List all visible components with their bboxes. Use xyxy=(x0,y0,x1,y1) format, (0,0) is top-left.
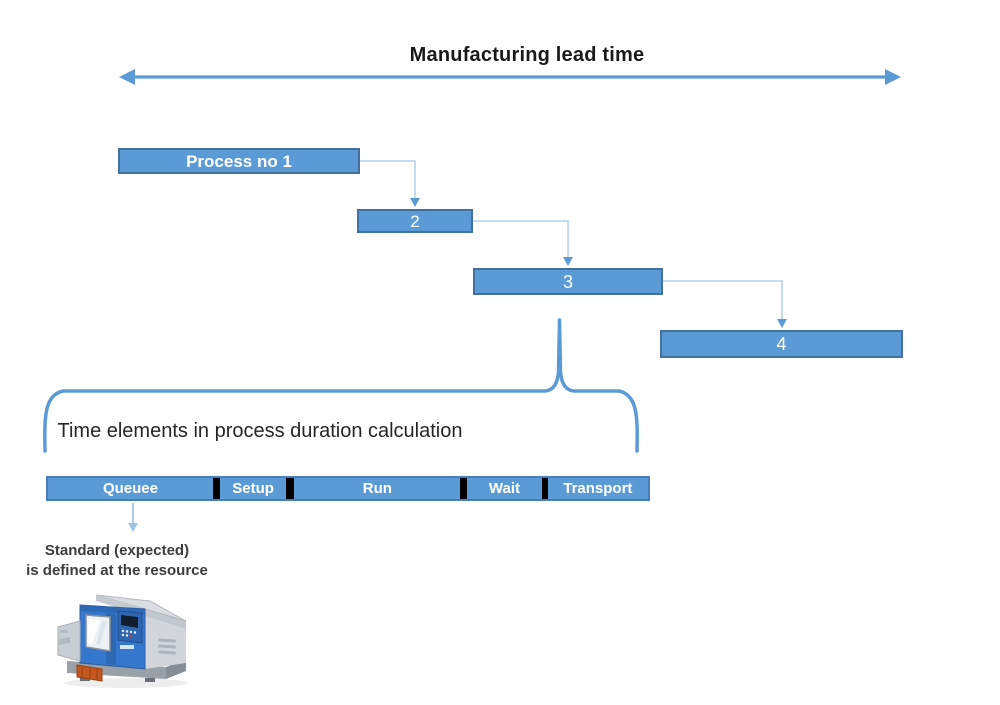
time-elements-title: Time elements in process duration calcul… xyxy=(57,420,463,442)
queue-annotation-arrow xyxy=(128,503,138,532)
machine-window xyxy=(85,614,111,652)
connector-arrow-1-2 xyxy=(360,160,420,207)
segment-run: Run xyxy=(294,478,461,499)
cnc-machine-image xyxy=(57,594,188,688)
machine-shadow xyxy=(64,678,188,688)
segment-queue: Queuee xyxy=(48,478,213,499)
segment-setup-label: Setup xyxy=(232,480,274,497)
queue-annotation: Standard (expected) is defined at the re… xyxy=(7,541,227,582)
segment-divider xyxy=(460,478,468,499)
process-bar-3: 3 xyxy=(473,268,663,295)
process-bar-1: Process no 1 xyxy=(118,148,360,174)
machine-control-panel xyxy=(117,610,143,649)
segment-transport: Transport xyxy=(547,478,648,499)
process-bar-3-label: 3 xyxy=(562,271,573,292)
time-elements-bar: Queuee Setup Run Wait Transport xyxy=(46,476,650,501)
segment-queue-label: Queuee xyxy=(102,480,158,497)
process-bar-4: 4 xyxy=(660,330,903,358)
segment-transport-label: Transport xyxy=(563,480,633,497)
machine-headstock xyxy=(57,620,81,662)
lead-time-span-arrow xyxy=(119,69,901,85)
segment-setup: Setup xyxy=(219,478,287,499)
process-bar-4-label: 4 xyxy=(776,334,787,354)
connector-arrow-3-4 xyxy=(663,280,787,328)
machine-chip-conveyor xyxy=(76,664,103,682)
connector-arrow-2-3 xyxy=(473,220,573,266)
machine-right-panel xyxy=(145,609,186,669)
segment-divider xyxy=(286,478,295,499)
process-bar-2-label: 2 xyxy=(410,211,420,231)
process-bar-2: 2 xyxy=(357,209,473,233)
process-bar-1-label: Process no 1 xyxy=(186,151,292,171)
queue-annotation-line2: is defined at the resource xyxy=(26,562,208,580)
segment-divider xyxy=(212,478,220,499)
segment-wait-label: Wait xyxy=(488,480,521,497)
segment-wait: Wait xyxy=(467,478,542,499)
segment-run-label: Run xyxy=(362,480,392,497)
page-title: Manufacturing lead time xyxy=(409,44,645,66)
segment-divider xyxy=(541,478,548,499)
queue-annotation-line1: Standard (expected) xyxy=(44,542,190,559)
